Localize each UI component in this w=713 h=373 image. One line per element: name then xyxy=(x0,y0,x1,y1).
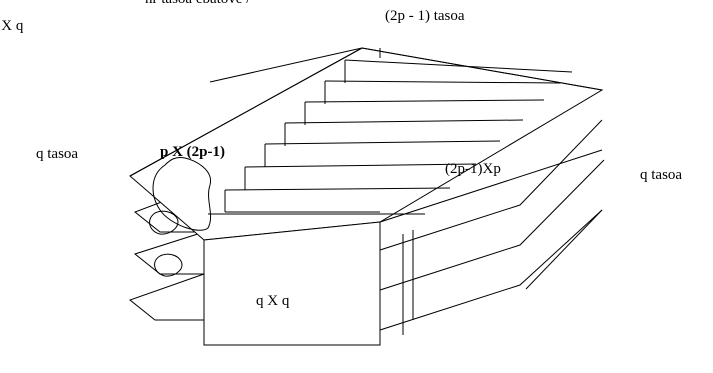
right-layers-label: q tasoa xyxy=(640,167,683,183)
right-face-top xyxy=(379,149,603,223)
left-sheet-4 xyxy=(128,273,205,321)
left-sheet-3 xyxy=(133,231,205,275)
right-sheet-4 xyxy=(379,209,603,331)
diag-face-label: p X (2p-1) xyxy=(160,144,226,160)
top-right-label: (2p - 1) tasoa xyxy=(385,8,465,24)
right-sheet-4-edge xyxy=(525,209,603,290)
shelves xyxy=(208,47,603,215)
top-back-edge xyxy=(209,47,363,83)
cut-blob-1 xyxy=(152,157,212,231)
top-left-edge xyxy=(129,47,363,177)
front-face xyxy=(203,221,381,346)
cut-blob-3 xyxy=(154,253,183,277)
left-layers-label: q tasoa xyxy=(36,146,79,162)
right-sheet-2 xyxy=(379,119,603,251)
top-left-label: p X q xyxy=(0,18,24,34)
cut-blob-2 xyxy=(149,210,179,235)
right-face-label: (2p-1)Xp xyxy=(445,161,501,177)
top-partial-label: nr tasoa ebatove / xyxy=(145,0,250,8)
right-sheet-3 xyxy=(379,159,605,291)
front-face-label: q X q xyxy=(256,293,290,309)
